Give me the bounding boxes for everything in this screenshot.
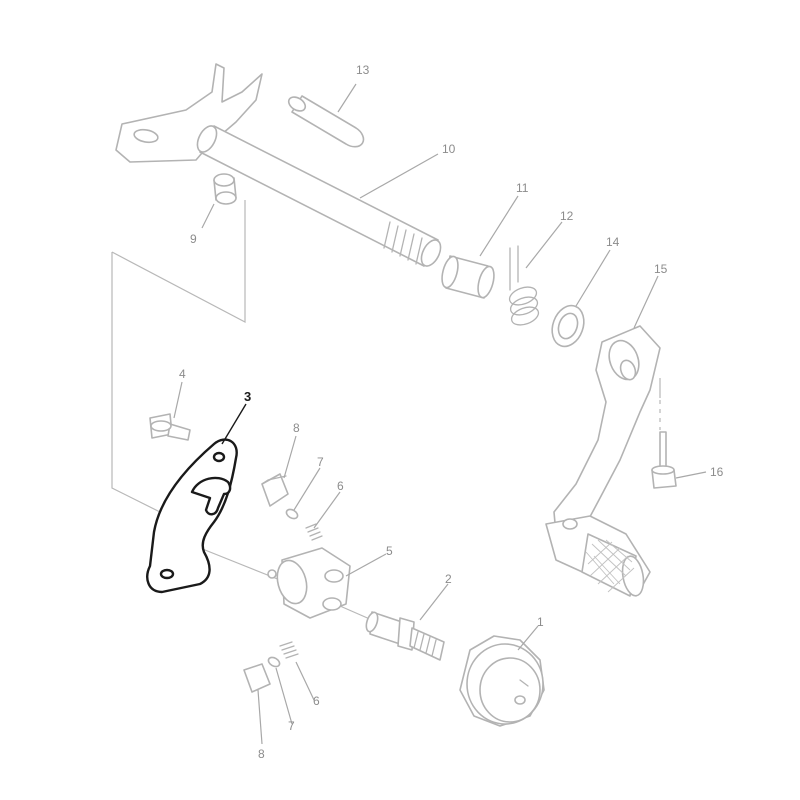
- callout-13: 13: [356, 63, 370, 77]
- part-14-oil-seal: [551, 304, 585, 348]
- part-11-bushing: [441, 255, 495, 299]
- part-1-segment: [459, 635, 545, 727]
- leader-lines: [173, 83, 707, 745]
- part-15-shift-pedal: [545, 325, 661, 597]
- callout-6-upper: 6: [337, 479, 344, 493]
- part-8-stopper-upper: [261, 473, 289, 507]
- callout-8-lower: 8: [258, 747, 265, 761]
- part-2-shaft-bolt: [365, 611, 445, 661]
- assembly-guides: [111, 200, 661, 621]
- callout-1: 1: [537, 615, 544, 629]
- part-12-spring: [508, 245, 540, 326]
- part-6-spring-lower: [279, 641, 299, 659]
- callout-10: 10: [442, 142, 456, 156]
- part-3-shift-guide-plate: [146, 438, 238, 594]
- part-13-pin: [287, 95, 365, 148]
- part-6-spring-upper: [305, 523, 323, 541]
- callout-labels: 13 10 11 12 14 15 16 9 4 3 8 7 6 5 2 1 6…: [179, 63, 724, 761]
- callout-8-upper: 8: [293, 421, 300, 435]
- callout-12: 12: [560, 209, 574, 223]
- callout-5: 5: [386, 544, 393, 558]
- callout-9: 9: [190, 232, 197, 246]
- callout-3: 3: [244, 389, 251, 404]
- callout-7-upper: 7: [317, 455, 324, 469]
- callout-11: 11: [516, 181, 529, 195]
- part-8-stopper-lower: [243, 663, 271, 693]
- callout-2: 2: [445, 572, 452, 586]
- callout-16: 16: [710, 465, 724, 479]
- part-7-pawl-upper: [285, 508, 299, 520]
- part-16-pedal-bolt: [651, 431, 677, 489]
- callout-15: 15: [654, 262, 668, 276]
- part-10-shift-shaft: [115, 63, 442, 267]
- callout-14: 14: [606, 235, 620, 249]
- part-4-bolt: [149, 413, 191, 441]
- part-7-pawl-lower: [267, 656, 281, 668]
- callout-4: 4: [179, 367, 186, 381]
- part-5-shift-drum-segment: [267, 547, 351, 619]
- part-9-collar: [213, 173, 237, 205]
- callout-7-lower: 7: [288, 719, 295, 733]
- callout-6-lower: 6: [313, 694, 320, 708]
